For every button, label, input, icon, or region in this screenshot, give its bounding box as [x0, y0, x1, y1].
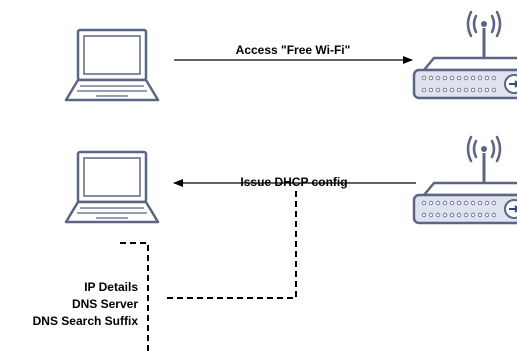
wifi-router-icon	[412, 10, 517, 100]
access-arrow-label: Access "Free Wi-Fi"	[236, 43, 351, 57]
config-item-dns-search-suffix: DNS Search Suffix	[33, 314, 139, 328]
laptop-icon	[64, 28, 160, 102]
config-item-ip-details: IP Details	[84, 280, 138, 294]
wifi-router-icon	[412, 135, 517, 225]
dhcp-arrow-label: Issue DHCP config	[240, 175, 347, 189]
laptop-icon	[64, 150, 160, 224]
dhcp-config-connector	[120, 191, 297, 351]
config-item-dns-server: DNS Server	[72, 297, 138, 311]
